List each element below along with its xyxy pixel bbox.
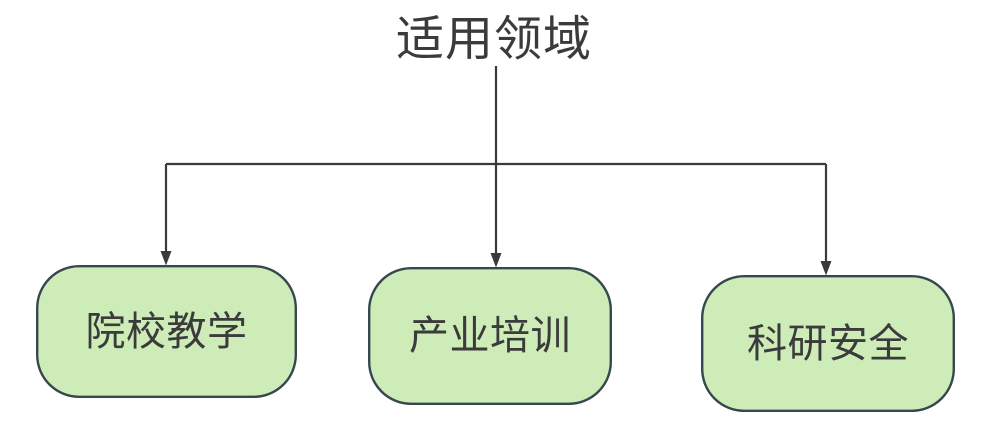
node-hit-area-3[interactable] [701,275,955,412]
node-box-3[interactable] [701,275,956,413]
arrowhead-icon-left [160,251,172,266]
connector-group [164,66,828,261]
node-box-group [36,265,956,413]
arrowhead-group [160,251,832,276]
diagram-root-title: 适用领域 [395,11,592,67]
node-hit-area-2[interactable] [368,267,612,405]
arrowhead-icon-right [820,261,832,276]
node-hit-area-1[interactable] [36,265,297,398]
arrowhead-icon-center [490,253,502,268]
node-box-2[interactable] [368,267,613,406]
node-box-1[interactable] [36,265,298,399]
